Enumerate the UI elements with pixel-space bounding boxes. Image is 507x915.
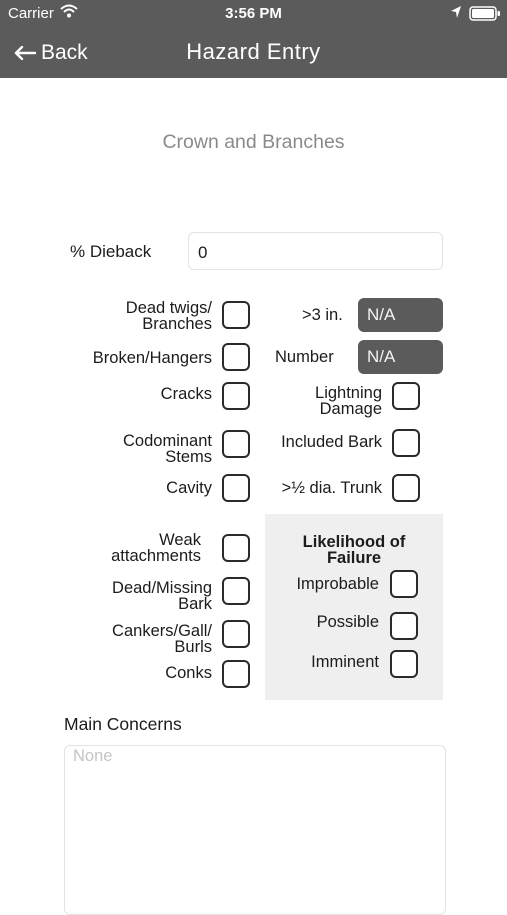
back-label: Back: [41, 41, 88, 64]
size-label: >3 in.: [302, 306, 343, 324]
item-label: Cankers/Gall/Burls: [112, 622, 212, 656]
location-arrow-icon: [450, 5, 462, 23]
size-value: N/A: [367, 305, 396, 324]
wifi-icon: [60, 4, 78, 22]
cracks-checkbox[interactable]: [222, 382, 250, 410]
broken-hangers-checkbox[interactable]: [222, 343, 250, 371]
dead-twigs-checkbox[interactable]: [222, 301, 250, 329]
item-label: Broken/Hangers: [92, 349, 212, 367]
possible-label: Possible: [316, 613, 379, 631]
main-concerns-field[interactable]: None: [64, 745, 446, 915]
back-arrow-icon: [14, 45, 37, 65]
half-dia-trunk-checkbox[interactable]: [392, 474, 420, 502]
nav-bar: Back Hazard Entry: [0, 28, 507, 78]
item-label: Conks: [165, 664, 212, 682]
included-bark-checkbox[interactable]: [392, 429, 420, 457]
item-label: Included Bark: [281, 433, 382, 451]
battery-icon: [469, 6, 501, 25]
dead-missing-bark-checkbox[interactable]: [222, 577, 250, 605]
dieback-value: 0: [198, 243, 208, 262]
main-concerns-placeholder: None: [73, 747, 113, 765]
status-time: 3:56 PM: [225, 5, 282, 22]
cankers-gall-burls-checkbox[interactable]: [222, 620, 250, 648]
improbable-label: Improbable: [296, 575, 379, 593]
lightning-damage-checkbox[interactable]: [392, 382, 420, 410]
item-label: Cracks: [160, 385, 212, 403]
status-bar: Carrier 3:56 PM: [0, 0, 507, 28]
codominant-stems-checkbox[interactable]: [222, 430, 250, 458]
item-label: Dead twigs/Branches: [125, 299, 212, 333]
possible-checkbox[interactable]: [390, 612, 418, 640]
carrier-label: Carrier: [8, 5, 54, 22]
size-field[interactable]: N/A: [358, 298, 443, 332]
main-concerns-label: Main Concerns: [64, 714, 182, 734]
dieback-label: % Dieback: [70, 242, 152, 261]
page-title: Hazard Entry: [186, 39, 321, 64]
imminent-checkbox[interactable]: [390, 650, 418, 678]
item-label: Cavity: [166, 479, 212, 497]
cavity-checkbox[interactable]: [222, 474, 250, 502]
number-label: Number: [275, 348, 334, 366]
weak-attachments-checkbox[interactable]: [222, 534, 250, 562]
conks-checkbox[interactable]: [222, 660, 250, 688]
number-value: N/A: [367, 347, 396, 366]
imminent-label: Imminent: [311, 653, 379, 671]
improbable-checkbox[interactable]: [390, 570, 418, 598]
number-field[interactable]: N/A: [358, 340, 443, 374]
item-label: >½ dia. Trunk: [281, 479, 382, 497]
section-title: Crown and Branches: [162, 131, 345, 153]
dieback-field[interactable]: 0: [188, 232, 443, 270]
